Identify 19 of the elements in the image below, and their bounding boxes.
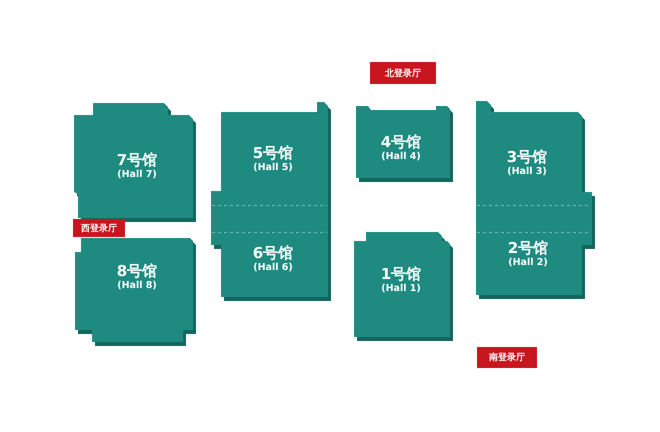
- hall-name: 3号馆: [506, 148, 548, 166]
- hall-english-name: (Hall 4): [381, 151, 421, 163]
- hall-name: 5号馆: [252, 144, 294, 162]
- hall-name: 6号馆: [252, 244, 294, 262]
- hall-english-name: (Hall 3): [507, 166, 547, 178]
- hall-name: 4号馆: [380, 133, 422, 151]
- hall-english-name: (Hall 7): [117, 169, 157, 181]
- registration-hall-sign: 北登录厅: [370, 62, 436, 84]
- hall-name: 7号馆: [116, 151, 158, 169]
- hall-name: 8号馆: [116, 262, 158, 280]
- hall-name: 2号馆: [508, 239, 548, 257]
- hall-name: 1号馆: [380, 265, 422, 283]
- hall-english-name: (Hall 5): [253, 162, 293, 174]
- hall-english-name: (Hall 6): [253, 262, 293, 274]
- registration-hall-sign: 西登录厅: [73, 219, 125, 237]
- hall-english-name: (Hall 8): [117, 280, 157, 292]
- hall-english-name: (Hall 2): [508, 257, 548, 269]
- hall-english-name: (Hall 1): [381, 283, 421, 295]
- registration-hall-sign: 南登录厅: [477, 347, 537, 368]
